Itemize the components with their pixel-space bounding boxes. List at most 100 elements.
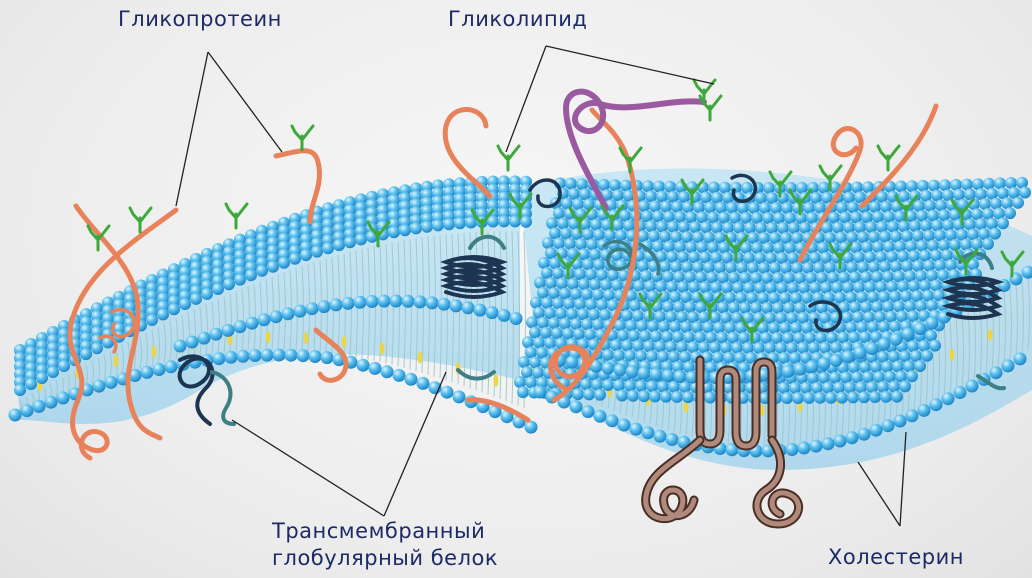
- phospholipid-head: [225, 351, 238, 364]
- phospholipid-head: [190, 293, 202, 305]
- sugar-branch: [226, 204, 247, 228]
- phospholipid-head: [354, 296, 367, 309]
- phospholipid-head: [574, 298, 586, 310]
- phospholipid-head: [583, 388, 595, 400]
- phospholipid-head: [662, 369, 675, 382]
- phospholipid-head: [318, 300, 331, 313]
- phospholipid-head: [542, 237, 554, 249]
- phospholipid-head: [638, 390, 650, 402]
- phospholipid-head: [273, 349, 286, 362]
- phospholipid-head: [578, 278, 590, 290]
- phospholipid-head: [278, 257, 290, 269]
- phospholipid-head: [659, 261, 671, 273]
- phospholipid-head: [660, 391, 672, 403]
- phospholipid-head: [522, 336, 534, 348]
- phospholipid-head: [548, 287, 560, 299]
- phospholipid-head: [297, 349, 310, 362]
- phospholipid-head: [678, 221, 690, 233]
- phospholipid-head: [1004, 207, 1016, 219]
- phospholipid-head: [798, 442, 811, 455]
- phospholipid-head: [615, 229, 627, 241]
- phospholipid-head: [586, 239, 598, 251]
- transmembrane-protein-label-line2: глобулярный белок: [272, 545, 498, 572]
- phospholipid-head: [234, 320, 247, 333]
- phospholipid-head: [534, 277, 546, 289]
- phospholipid-head: [914, 322, 927, 335]
- phospholipid-head: [441, 386, 454, 399]
- phospholipid-head: [566, 356, 579, 369]
- phospholipid-head: [664, 181, 676, 193]
- phospholipid-head: [674, 370, 687, 383]
- sugar-branch: [498, 146, 519, 170]
- phospholipid-head: [704, 392, 716, 404]
- phospholipid-head: [666, 433, 679, 446]
- phospholipid-head: [642, 426, 655, 439]
- phospholipid-head: [306, 302, 319, 315]
- phospholipid-head: [153, 363, 166, 376]
- phospholipid-head: [702, 321, 714, 333]
- phospholipid-head: [589, 279, 601, 291]
- phospholipid-head: [708, 182, 720, 194]
- phospholipid-head: [410, 222, 422, 234]
- phospholipid-head: [453, 390, 466, 403]
- phospholipid-head: [806, 360, 819, 373]
- phospholipid-head: [560, 228, 572, 240]
- phospholipid-head: [45, 396, 58, 409]
- phospholipid-head: [525, 421, 538, 434]
- phospholipid-head: [602, 362, 615, 375]
- phospholipid-head: [629, 300, 641, 312]
- phospholipid-head: [929, 340, 941, 352]
- phospholipid-head: [574, 268, 586, 280]
- sugar-branch: [878, 146, 899, 170]
- phospholipid-head: [942, 392, 955, 405]
- phospholipid-head: [644, 280, 656, 292]
- phospholipid-head: [309, 350, 322, 363]
- phospholipid-head: [677, 281, 689, 293]
- phospholipid-head: [621, 340, 633, 352]
- phospholipid-head: [258, 313, 271, 326]
- sugar-branch: [292, 126, 313, 150]
- phospholipid-head: [246, 317, 259, 330]
- phospholipid-head: [891, 391, 903, 403]
- phospholipid-head: [294, 305, 307, 318]
- phospholipid-head: [405, 373, 418, 386]
- phospholipid-head: [141, 366, 154, 379]
- phospholipid-head: [330, 298, 343, 311]
- phospholipid-head: [249, 349, 262, 362]
- phospholipid-head: [454, 217, 466, 229]
- phospholipid-head: [684, 301, 696, 313]
- phospholipid-head: [882, 419, 895, 432]
- phospholipid-head: [537, 287, 549, 299]
- phospholipid-head: [914, 360, 926, 372]
- phospholipid-head: [854, 346, 867, 359]
- phospholipid-head: [285, 349, 298, 362]
- cholesterol-molecule: [304, 332, 309, 344]
- phospholipid-head: [880, 391, 892, 403]
- phospholipid-head: [443, 218, 455, 230]
- phospholipid-head: [91, 342, 103, 354]
- phospholipid-head: [568, 188, 580, 200]
- cholesterol-molecule: [152, 346, 157, 358]
- phospholipid-head: [594, 410, 607, 423]
- phospholipid-head: [572, 388, 584, 400]
- phospholipid-head: [1014, 352, 1027, 365]
- phospholipid-head: [792, 392, 804, 404]
- phospholipid-head: [80, 348, 92, 360]
- phospholipid-head: [551, 327, 563, 339]
- phospholipid-head: [537, 317, 549, 329]
- phospholipid-head: [563, 298, 575, 310]
- phospholipid-head: [393, 369, 406, 382]
- phospholipid-head: [526, 316, 538, 328]
- sugar-branch: [620, 148, 641, 172]
- phospholipid-head: [647, 320, 659, 332]
- phospholipid-head: [402, 295, 415, 308]
- phospholipid-head: [421, 221, 433, 233]
- phospholipid-head: [582, 258, 594, 270]
- phospholipid-head: [610, 339, 622, 351]
- cholesterol-molecule: [418, 352, 423, 364]
- phospholipid-head: [548, 317, 560, 329]
- cholesterol-molecule: [950, 349, 955, 361]
- phospholipid-head: [21, 404, 34, 417]
- phospholipid-head: [186, 336, 199, 349]
- phospholipid-head: [671, 391, 683, 403]
